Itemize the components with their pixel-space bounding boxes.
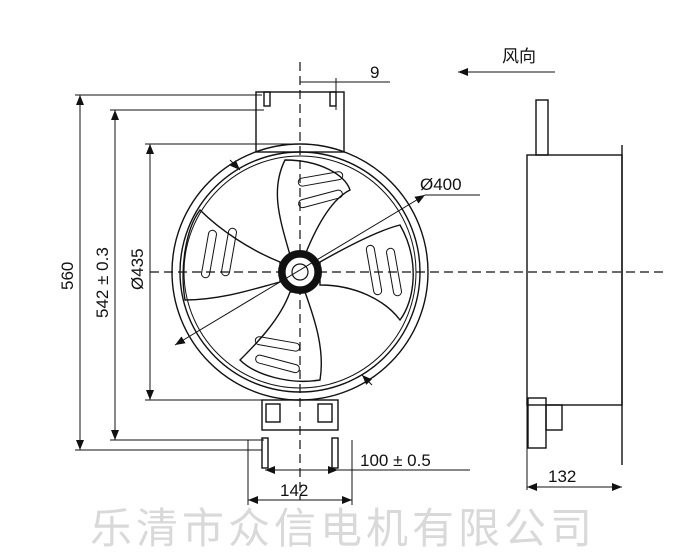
dim-400-label: Ø400 bbox=[420, 175, 462, 194]
fan-side-view bbox=[526, 99, 623, 465]
dimension-lines bbox=[75, 68, 622, 505]
dim-435-label: Ø435 bbox=[128, 248, 147, 290]
watermark: 乐清市众信电机有限公司 bbox=[90, 504, 596, 553]
dim-132-label: 132 bbox=[548, 467, 576, 486]
dim-542-label: 542 ± 0.3 bbox=[93, 247, 112, 318]
dim-142-label: 142 bbox=[280, 481, 308, 500]
wind-direction-label: 风向 bbox=[502, 47, 536, 66]
dim-560-label: 560 bbox=[58, 262, 77, 290]
dim-100-label: 100 ± 0.5 bbox=[360, 451, 431, 470]
dim-9-label: 9 bbox=[370, 63, 379, 82]
